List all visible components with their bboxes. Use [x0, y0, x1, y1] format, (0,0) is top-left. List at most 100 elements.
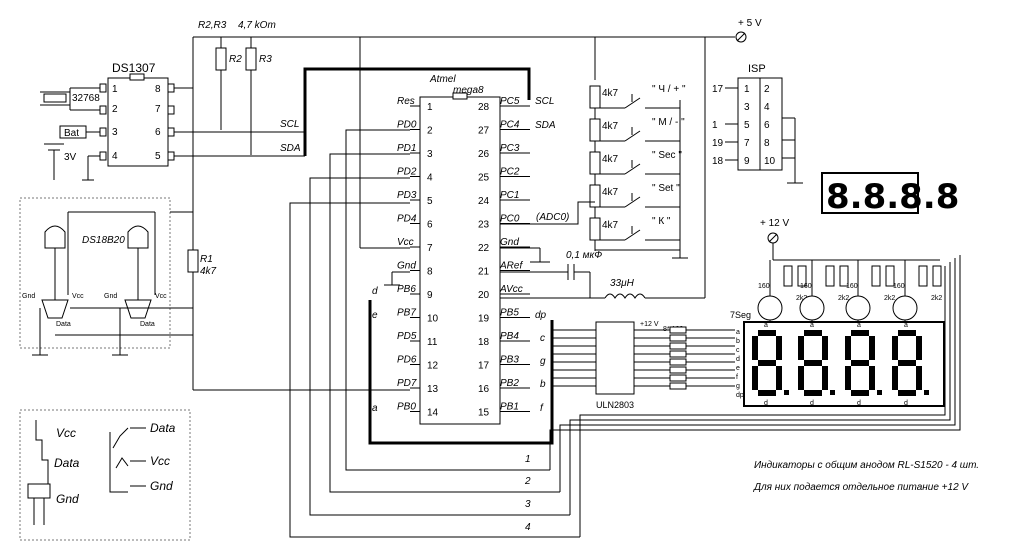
digit-1-seg-4: [752, 366, 758, 390]
sda-label: SDA: [280, 143, 301, 154]
mcu-pin-name-26: PC3: [500, 143, 520, 154]
mcu-pin-name-11: PD5: [397, 331, 417, 342]
mcu-pin-13: 13: [427, 384, 439, 395]
mcu-pin-name-8: Gnd: [397, 261, 416, 272]
digit-3-dp: [877, 390, 882, 395]
digit-4-seg-1: [916, 336, 922, 360]
mcu-pin-name-14: PB0: [397, 402, 416, 413]
small-display-digits: 8.8.8.8: [826, 177, 959, 217]
uln2803: ULN2803 8* 100 +12 V: [552, 321, 735, 410]
mcu-right-pins: 28PC527PC426PC325PC224PC123PC022Gnd21ARe…: [478, 96, 530, 419]
r1-value: 4k7: [200, 266, 217, 277]
mcu-pin-10: 10: [427, 314, 439, 325]
seg-f-label: f: [540, 403, 544, 414]
digit-line-4: 4: [525, 522, 531, 533]
button-res-0: 4k7: [602, 88, 619, 99]
mcu-pin-name-7: Vcc: [397, 237, 414, 248]
digit-3-seg-1: [869, 336, 875, 360]
digit-1-seg-5: [752, 336, 758, 360]
mcu-pin-23: 23: [478, 220, 490, 231]
ds18b20-gnd-1: Gnd: [22, 293, 35, 300]
mcu-atmega8: Atmel mega8 1Res2PD03PD14PD25PD36PD47Vcc…: [372, 74, 569, 425]
button-res-1: 4k7: [602, 121, 619, 132]
digit-3-seg-6: [851, 360, 869, 366]
mcu-pin-19: 19: [478, 314, 490, 325]
battery-label: Bat: [64, 128, 79, 139]
vcc-label: + 5 V: [738, 18, 762, 29]
ds1307-label: DS1307: [112, 61, 156, 75]
digit-3-a: a: [857, 322, 861, 329]
digit-2-dp: [830, 390, 835, 395]
mcu-pin-name-9: PB6: [397, 284, 416, 295]
isp-pin-3: 3: [744, 102, 750, 113]
ds18b20-data-2: Data: [140, 321, 155, 328]
button-label-1[interactable]: " М / - ": [652, 117, 685, 128]
mcu-pin-name-28: PC5: [500, 96, 520, 107]
digit-1-d: d: [764, 400, 768, 407]
button-label-3[interactable]: " Set ": [652, 183, 680, 194]
cap-label: 0,1 мкФ: [566, 250, 602, 261]
ds1307-chip: DS1307 1 2 3 4 8 7 6 5 32768 Bat 3V: [40, 61, 305, 181]
ds-pin-6: 6: [155, 127, 161, 138]
digit-4-dp: [924, 390, 929, 395]
isp-pin-8: 8: [764, 138, 770, 149]
jack-right-gnd: Gnd: [150, 479, 173, 493]
digit-1-seg-6: [758, 360, 776, 366]
mcu-pin-28: 28: [478, 102, 490, 113]
digit-3-seg-3: [851, 390, 869, 396]
base-r-3: 2k2: [931, 295, 942, 302]
mcu-pin-24: 24: [478, 196, 490, 207]
mcu-pin-22: 22: [478, 243, 490, 254]
note-indicators: Индикаторы с общим анодом RL-S1520 - 4 ш…: [754, 459, 979, 471]
digit-2-seg-4: [798, 366, 804, 390]
mcu-pin-1: 1: [427, 102, 433, 113]
button-label-0[interactable]: " Ч / + ": [652, 84, 686, 95]
isp-ext-4: 18: [712, 156, 724, 167]
isp-pin-6: 6: [764, 120, 770, 131]
button-res-3: 4k7: [602, 187, 619, 198]
button-ladder: 4k7" Ч / + "4k7" М / - "4k7" Sec "4k7" S…: [589, 84, 686, 251]
scl-label: SCL: [280, 119, 299, 130]
seven-seg-label: 7Seg: [730, 310, 751, 320]
mcu-pin-name-4: PD2: [397, 167, 417, 178]
mcu-pin-3: 3: [427, 149, 433, 160]
digit-4-seg-5: [892, 336, 898, 360]
mcu-pin-18: 18: [478, 337, 490, 348]
mcu-pin-name-16: PB2: [500, 378, 519, 389]
seg-g-label: g: [540, 356, 546, 367]
button-label-4[interactable]: " К ": [652, 216, 671, 227]
r3-label: R3: [259, 54, 272, 65]
isp-pin-9: 9: [744, 156, 750, 167]
ds18b20-vcc-1: Vcc: [72, 293, 84, 300]
digit-3-seg-2: [869, 366, 875, 390]
digit-1-seg-0: [758, 330, 776, 336]
mcu-pin-name-24: PC1: [500, 190, 519, 201]
digit-3-d: d: [857, 400, 861, 407]
mcu-pin-14: 14: [427, 408, 439, 419]
mcu-pin-2: 2: [427, 126, 433, 137]
mcu-pin-26: 26: [478, 149, 490, 160]
mcu-pin-16: 16: [478, 384, 490, 395]
digit-4-seg-6: [898, 360, 916, 366]
ds-pin-7: 7: [155, 104, 161, 115]
ds-pin-1: 1: [112, 84, 118, 95]
isp-pin-4: 4: [764, 102, 770, 113]
digit-line-2: 2: [524, 476, 531, 487]
base-r-1: 2k2: [838, 295, 849, 302]
digit-2-seg-6: [804, 360, 822, 366]
ds18b20-sensors: DS18B20 Gnd Vcc Data Gnd Vcc Data: [19, 197, 193, 356]
mcu-pin-17: 17: [478, 361, 490, 372]
mcu-pin-name-5: PD3: [397, 190, 417, 201]
digit-4-seg-0: [898, 330, 916, 336]
digit-line-1: 1: [525, 454, 531, 465]
ds18b20-data-1: Data: [56, 321, 71, 328]
isp-pin-5: 5: [744, 120, 750, 131]
note-power: Для них подается отдельное питание +12 V: [753, 482, 969, 493]
seg-side-b: b: [736, 338, 740, 345]
mcu-sda: SDA: [535, 120, 556, 131]
isp-ext-0: 17: [712, 84, 724, 95]
mcu-pin-name-17: PB3: [500, 355, 519, 366]
mcu-pin-8: 8: [427, 267, 433, 278]
button-label-2[interactable]: " Sec ": [652, 150, 682, 161]
